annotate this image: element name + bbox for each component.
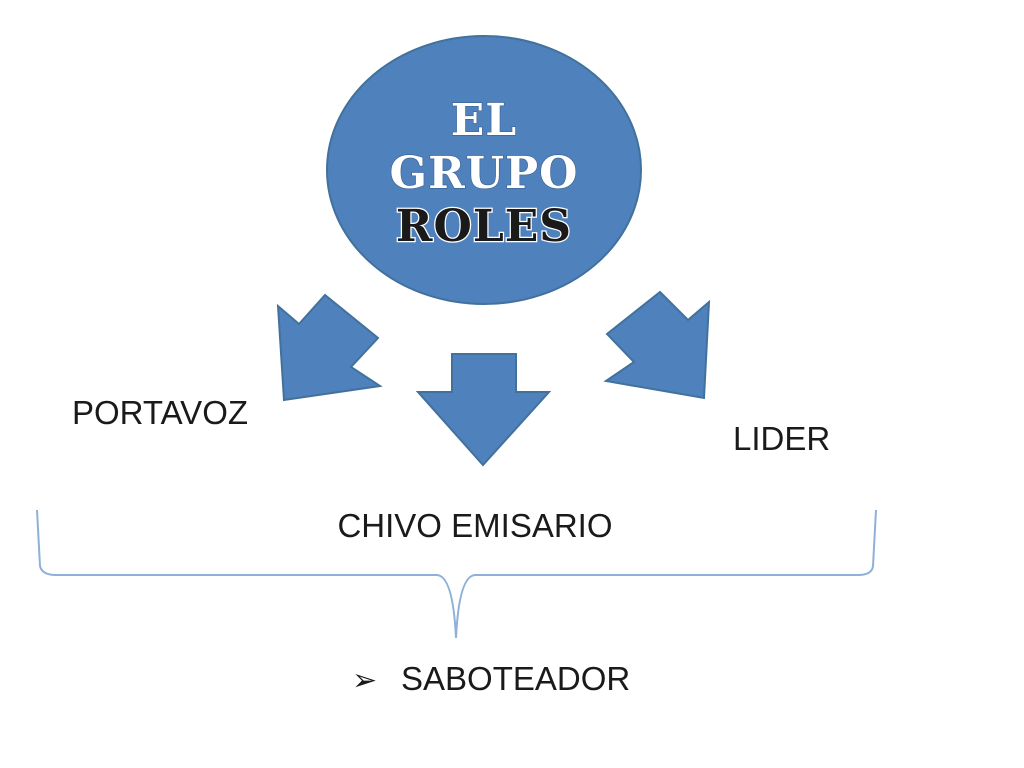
role-label-chivo-emisario: CHIVO EMISARIO xyxy=(337,507,612,544)
arrow-down-right-icon xyxy=(603,290,711,400)
bullet-item-saboteador: SABOTEADOR xyxy=(401,660,630,697)
arrow-down-left-icon xyxy=(276,293,383,402)
arrow-bullet-icon: ➢ xyxy=(352,663,377,698)
center-title-line-1: EL xyxy=(451,95,517,146)
center-title-line-3: ROLES xyxy=(396,201,572,252)
arrow-down-icon xyxy=(415,353,552,467)
role-label-lider: LIDER xyxy=(733,420,830,457)
center-ellipse xyxy=(326,35,642,305)
center-title-line-2: GRUPO xyxy=(390,148,579,199)
grouping-brace xyxy=(36,509,877,639)
role-label-portavoz: PORTAVOZ xyxy=(72,394,248,431)
